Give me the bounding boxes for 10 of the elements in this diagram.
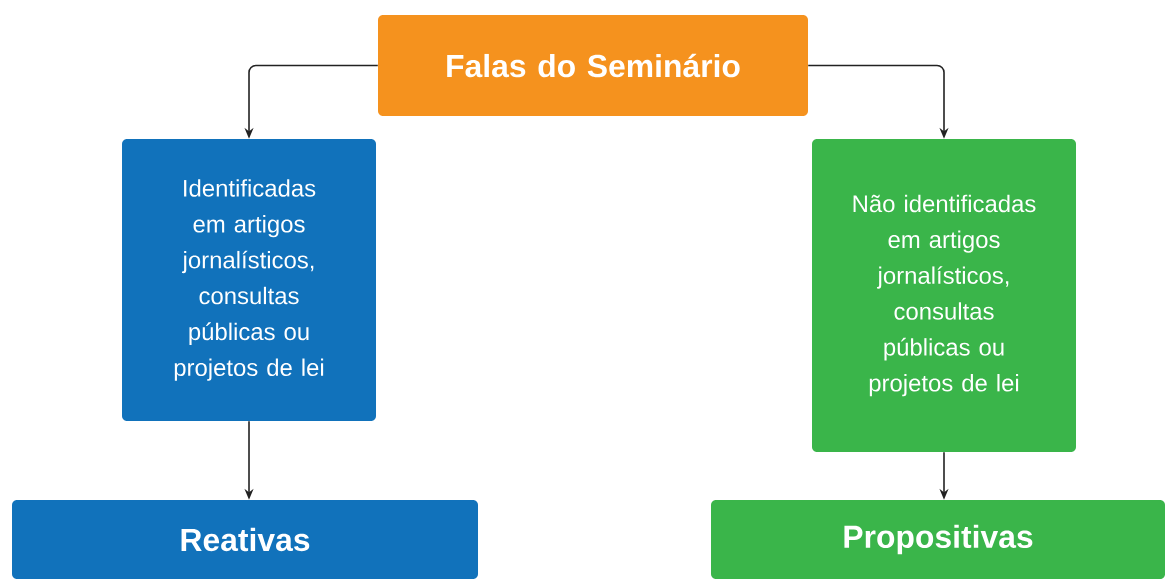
category-box [711, 500, 1165, 579]
category-box [378, 15, 808, 116]
node-label: Não identificadas em artigos jornalísticos, consultas públicas ou projetos de lei [853, 194, 1036, 397]
process-box [812, 139, 1076, 452]
node-label: Falas do Seminário [447, 53, 740, 78]
node-label: Propositivas [844, 524, 1033, 555]
category-box [12, 500, 478, 579]
process-box [122, 139, 376, 421]
node-label: Identificadas em artigos jornalísticos, consultas públicas ou projetos de lei [174, 179, 324, 381]
node-label: Reativas [181, 527, 310, 552]
